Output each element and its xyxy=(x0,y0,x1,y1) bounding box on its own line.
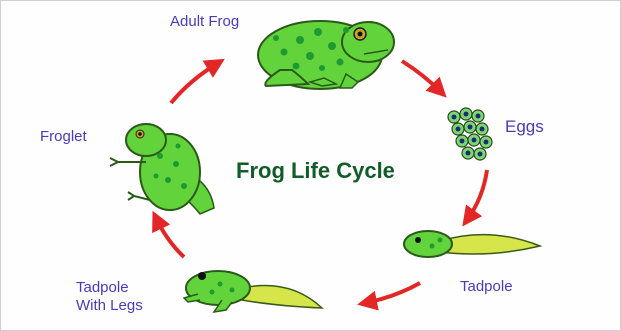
arrow-tadpole-to-legged xyxy=(365,283,420,303)
arrow-eggs-to-tadpole xyxy=(467,170,487,220)
tadpole-with-legs-illustration xyxy=(184,271,322,312)
arrow-legged-to-froglet xyxy=(156,218,184,257)
stage-label-tadpole-with-legs-line1: Tadpole xyxy=(76,279,129,297)
froglet-illustration xyxy=(110,124,214,214)
diagram-title: Frog Life Cycle xyxy=(236,158,395,184)
stage-label-adult-frog: Adult Frog xyxy=(170,13,239,31)
arrow-froglet-to-adult xyxy=(171,63,218,103)
tadpole-illustration xyxy=(404,231,540,257)
arrow-adult-to-eggs xyxy=(402,61,441,92)
adult-frog-illustration xyxy=(258,21,394,89)
stage-label-froglet: Froglet xyxy=(40,128,87,146)
stage-label-tadpole: Tadpole xyxy=(460,278,513,296)
eggs-illustration xyxy=(448,108,492,160)
stage-label-tadpole-with-legs-line2: With Legs xyxy=(76,297,143,315)
stage-label-eggs: Eggs xyxy=(505,118,544,136)
